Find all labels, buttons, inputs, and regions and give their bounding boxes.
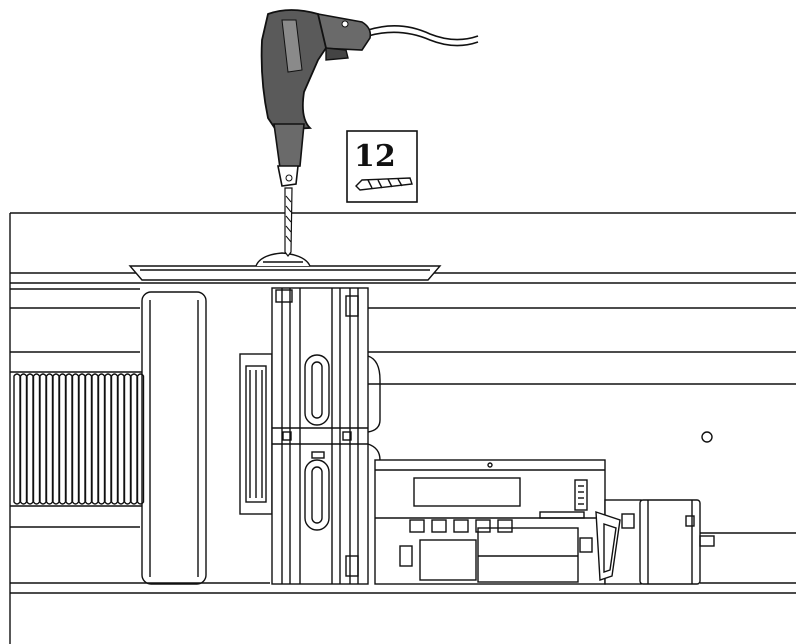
roller xyxy=(141,291,207,585)
spring-coil-rib xyxy=(117,373,125,505)
mounting-bracket xyxy=(128,252,442,281)
spring-coil-rib xyxy=(32,373,41,505)
mounting-hole xyxy=(701,431,713,443)
spring-coil-rib xyxy=(78,373,86,505)
spring-coil-rib xyxy=(52,373,60,505)
spring-coil-rib xyxy=(123,373,132,505)
spring-coil-rib xyxy=(26,373,34,505)
drill-bit-size-number: 12 xyxy=(354,139,396,174)
spring-coil-rib xyxy=(58,373,67,505)
spring-coil-rib xyxy=(19,373,28,505)
spring-coil-rib xyxy=(45,373,54,505)
spring-coil-rib xyxy=(71,373,80,505)
spring-coil-rib xyxy=(65,373,73,505)
spring-coil-rib xyxy=(13,373,21,505)
spring-coil-rib xyxy=(130,373,138,505)
electric-drill-icon xyxy=(260,9,479,257)
spring-outline xyxy=(10,371,142,507)
spring-coil-rib xyxy=(39,373,47,505)
motor xyxy=(595,499,715,585)
control-box xyxy=(374,459,606,585)
drill-bit-icon xyxy=(355,177,413,191)
drill-bit-size-label: 12 xyxy=(346,130,418,203)
spring-coil-rib xyxy=(136,373,145,505)
spring-coil-rib xyxy=(97,373,106,505)
spring-coil-rib xyxy=(104,373,112,505)
spring-coil-rib xyxy=(84,373,93,505)
spring-coil xyxy=(10,371,145,507)
gear-housing xyxy=(239,287,381,585)
spring-coil-rib xyxy=(91,373,99,505)
spring-coil-rib xyxy=(110,373,119,505)
